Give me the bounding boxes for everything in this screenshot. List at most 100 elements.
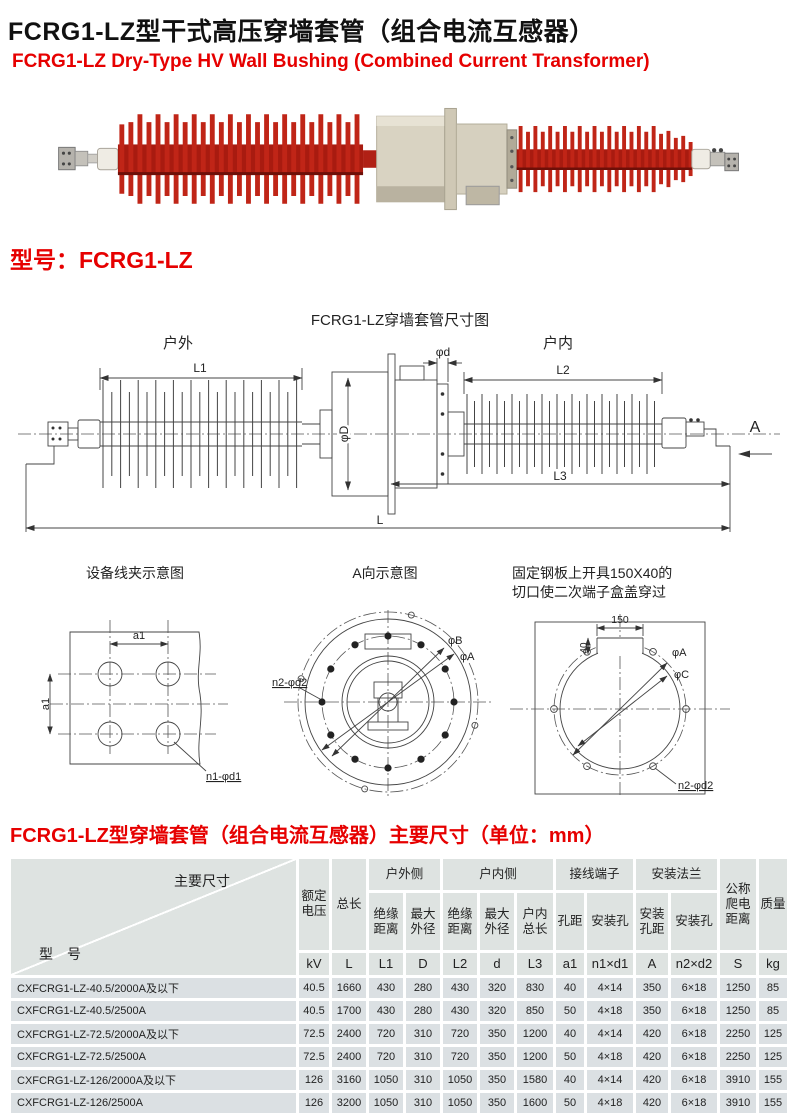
diagram-captions: 设备线夹示意图 A向示意图 固定钢板上开具150X40的 切口使二次端子盒盖穿过	[0, 564, 800, 602]
clamp-holes-label: n1-φd1	[206, 771, 241, 783]
value-cell: 2400	[332, 1046, 366, 1067]
group-outdoor-side: 户外侧	[369, 858, 440, 891]
value-cell: 72.5	[299, 1023, 329, 1044]
value-cell: 6×18	[671, 1092, 717, 1113]
value-cell: 720	[369, 1046, 403, 1067]
plate-holes-label: n2-φd2	[678, 780, 713, 792]
value-cell: 1050	[443, 1092, 477, 1113]
value-cell: 320	[480, 1000, 514, 1021]
plate-40-label: 40	[579, 642, 590, 654]
a-view-outer-holes	[297, 611, 479, 793]
model-label: 型号：FCRG1-LZ	[10, 247, 193, 273]
plate-caption: 固定钢板上开具150X40的 切口使二次端子盒盖穿过	[500, 564, 780, 602]
value-cell: 1600	[517, 1092, 553, 1113]
value-cell: 4×14	[587, 977, 633, 998]
value-cell: 720	[443, 1046, 477, 1067]
value-cell: 6×18	[671, 1069, 717, 1090]
value-cell: 310	[406, 1046, 440, 1067]
drawing-right-terminal	[661, 417, 730, 449]
value-cell: 1700	[332, 1000, 366, 1021]
clamp-a1-left-label: a1	[40, 698, 52, 710]
clamp-diagram: a1 a1 n1-φd1	[40, 619, 241, 783]
value-cell: 6×18	[671, 977, 717, 998]
detail-diagrams: a1 a1 n1-φd1	[0, 604, 800, 799]
value-cell: 6×18	[671, 1023, 717, 1044]
value-cell: 3910	[720, 1092, 756, 1113]
value-cell: 2250	[720, 1046, 756, 1067]
header-row-groups: 主要尺寸 型 号 额定电压 总长 户外侧 户内侧 接线端子 安装法兰 公称爬电距…	[11, 858, 787, 975]
value-cell: 350	[636, 1000, 668, 1021]
a-view-caption: A向示意图	[352, 565, 418, 581]
group-terminal: 接线端子	[556, 858, 633, 891]
plate-bolt-holes	[550, 647, 690, 770]
col-rated-voltage: 额定电压	[299, 858, 329, 950]
model-cell: CXFCRG1-LZ-126/2500A	[11, 1092, 296, 1113]
value-cell: 1050	[443, 1069, 477, 1090]
value-cell: 2250	[720, 1023, 756, 1044]
value-cell: 280	[406, 1000, 440, 1021]
col-total-length: 总长	[332, 858, 366, 950]
col-mounting-hole-pitch: 安装孔距	[636, 893, 668, 950]
value-cell: 420	[636, 1092, 668, 1113]
value-cell: 1200	[517, 1023, 553, 1044]
value-cell: 3200	[332, 1092, 366, 1113]
value-cell: 1660	[332, 977, 366, 998]
product-photo-image	[58, 107, 739, 211]
value-cell: 4×14	[587, 1023, 633, 1044]
value-cell: 126	[299, 1069, 329, 1090]
value-cell: 50	[556, 1046, 584, 1067]
value-cell: 1050	[369, 1092, 403, 1113]
drawing-outdoor-section	[100, 380, 302, 488]
dimension-drawing: 户外 户内 L1 L2 φD φd L3 L A	[18, 335, 780, 532]
value-cell: 85	[759, 977, 787, 998]
col-insulation-distance-indoor: 绝缘距离	[443, 893, 477, 950]
value-cell: 125	[759, 1046, 787, 1067]
dimensions-table: 主要尺寸 型 号 额定电压 总长 户外侧 户内侧 接线端子 安装法兰 公称爬电距…	[8, 855, 790, 1116]
l3-label: L3	[553, 469, 567, 483]
product-photo	[0, 89, 800, 231]
value-cell: 830	[517, 977, 553, 998]
value-cell: 4×18	[587, 1046, 633, 1067]
value-cell: 40.5	[299, 977, 329, 998]
value-cell: 310	[406, 1023, 440, 1044]
value-cell: 1050	[369, 1069, 403, 1090]
phi-d-big-label: φD	[337, 425, 351, 442]
col-mounting-hole-terminal: 安装孔	[587, 893, 633, 950]
photo-indoor-sheds	[516, 125, 693, 193]
value-cell: 3910	[720, 1069, 756, 1090]
value-cell: 720	[443, 1023, 477, 1044]
group-mounting-flange: 安装法兰	[636, 858, 717, 891]
clamp-a1-top-label: a1	[133, 630, 145, 642]
outdoor-label: 户外	[163, 335, 193, 352]
col-max-od-outdoor: 最大外径	[406, 893, 440, 950]
value-cell: 310	[406, 1069, 440, 1090]
page-title: FCRG1-LZ型干式高压穿墙套管（组合电流互感器）	[8, 18, 595, 46]
clamp-holes	[97, 661, 181, 747]
value-cell: 320	[480, 977, 514, 998]
value-cell: 6×18	[671, 1046, 717, 1067]
unit-cell: A	[636, 952, 668, 975]
page-subtitle: FCRG1-LZ Dry-Type HV Wall Bushing (Combi…	[12, 51, 650, 72]
value-cell: 4×18	[587, 1092, 633, 1113]
model-cell: CXFCRG1-LZ-72.5/2500A	[11, 1046, 296, 1067]
value-cell: 850	[517, 1000, 553, 1021]
indoor-label: 户内	[543, 335, 573, 352]
value-cell: 1200	[517, 1046, 553, 1067]
view-a-arrow	[738, 450, 750, 458]
value-cell: 430	[443, 977, 477, 998]
value-cell: 4×14	[587, 1069, 633, 1090]
unit-cell: a1	[556, 952, 584, 975]
value-cell: 2400	[332, 1023, 366, 1044]
value-cell: 350	[636, 977, 668, 998]
value-cell: 155	[759, 1069, 787, 1090]
col-weight: 质量	[759, 858, 787, 950]
value-cell: 1250	[720, 977, 756, 998]
value-cell: 50	[556, 1092, 584, 1113]
drawing-indoor-section	[464, 394, 662, 474]
value-cell: 430	[443, 1000, 477, 1021]
l1-label: L1	[193, 361, 207, 375]
col-hole-pitch: 孔距	[556, 893, 584, 950]
